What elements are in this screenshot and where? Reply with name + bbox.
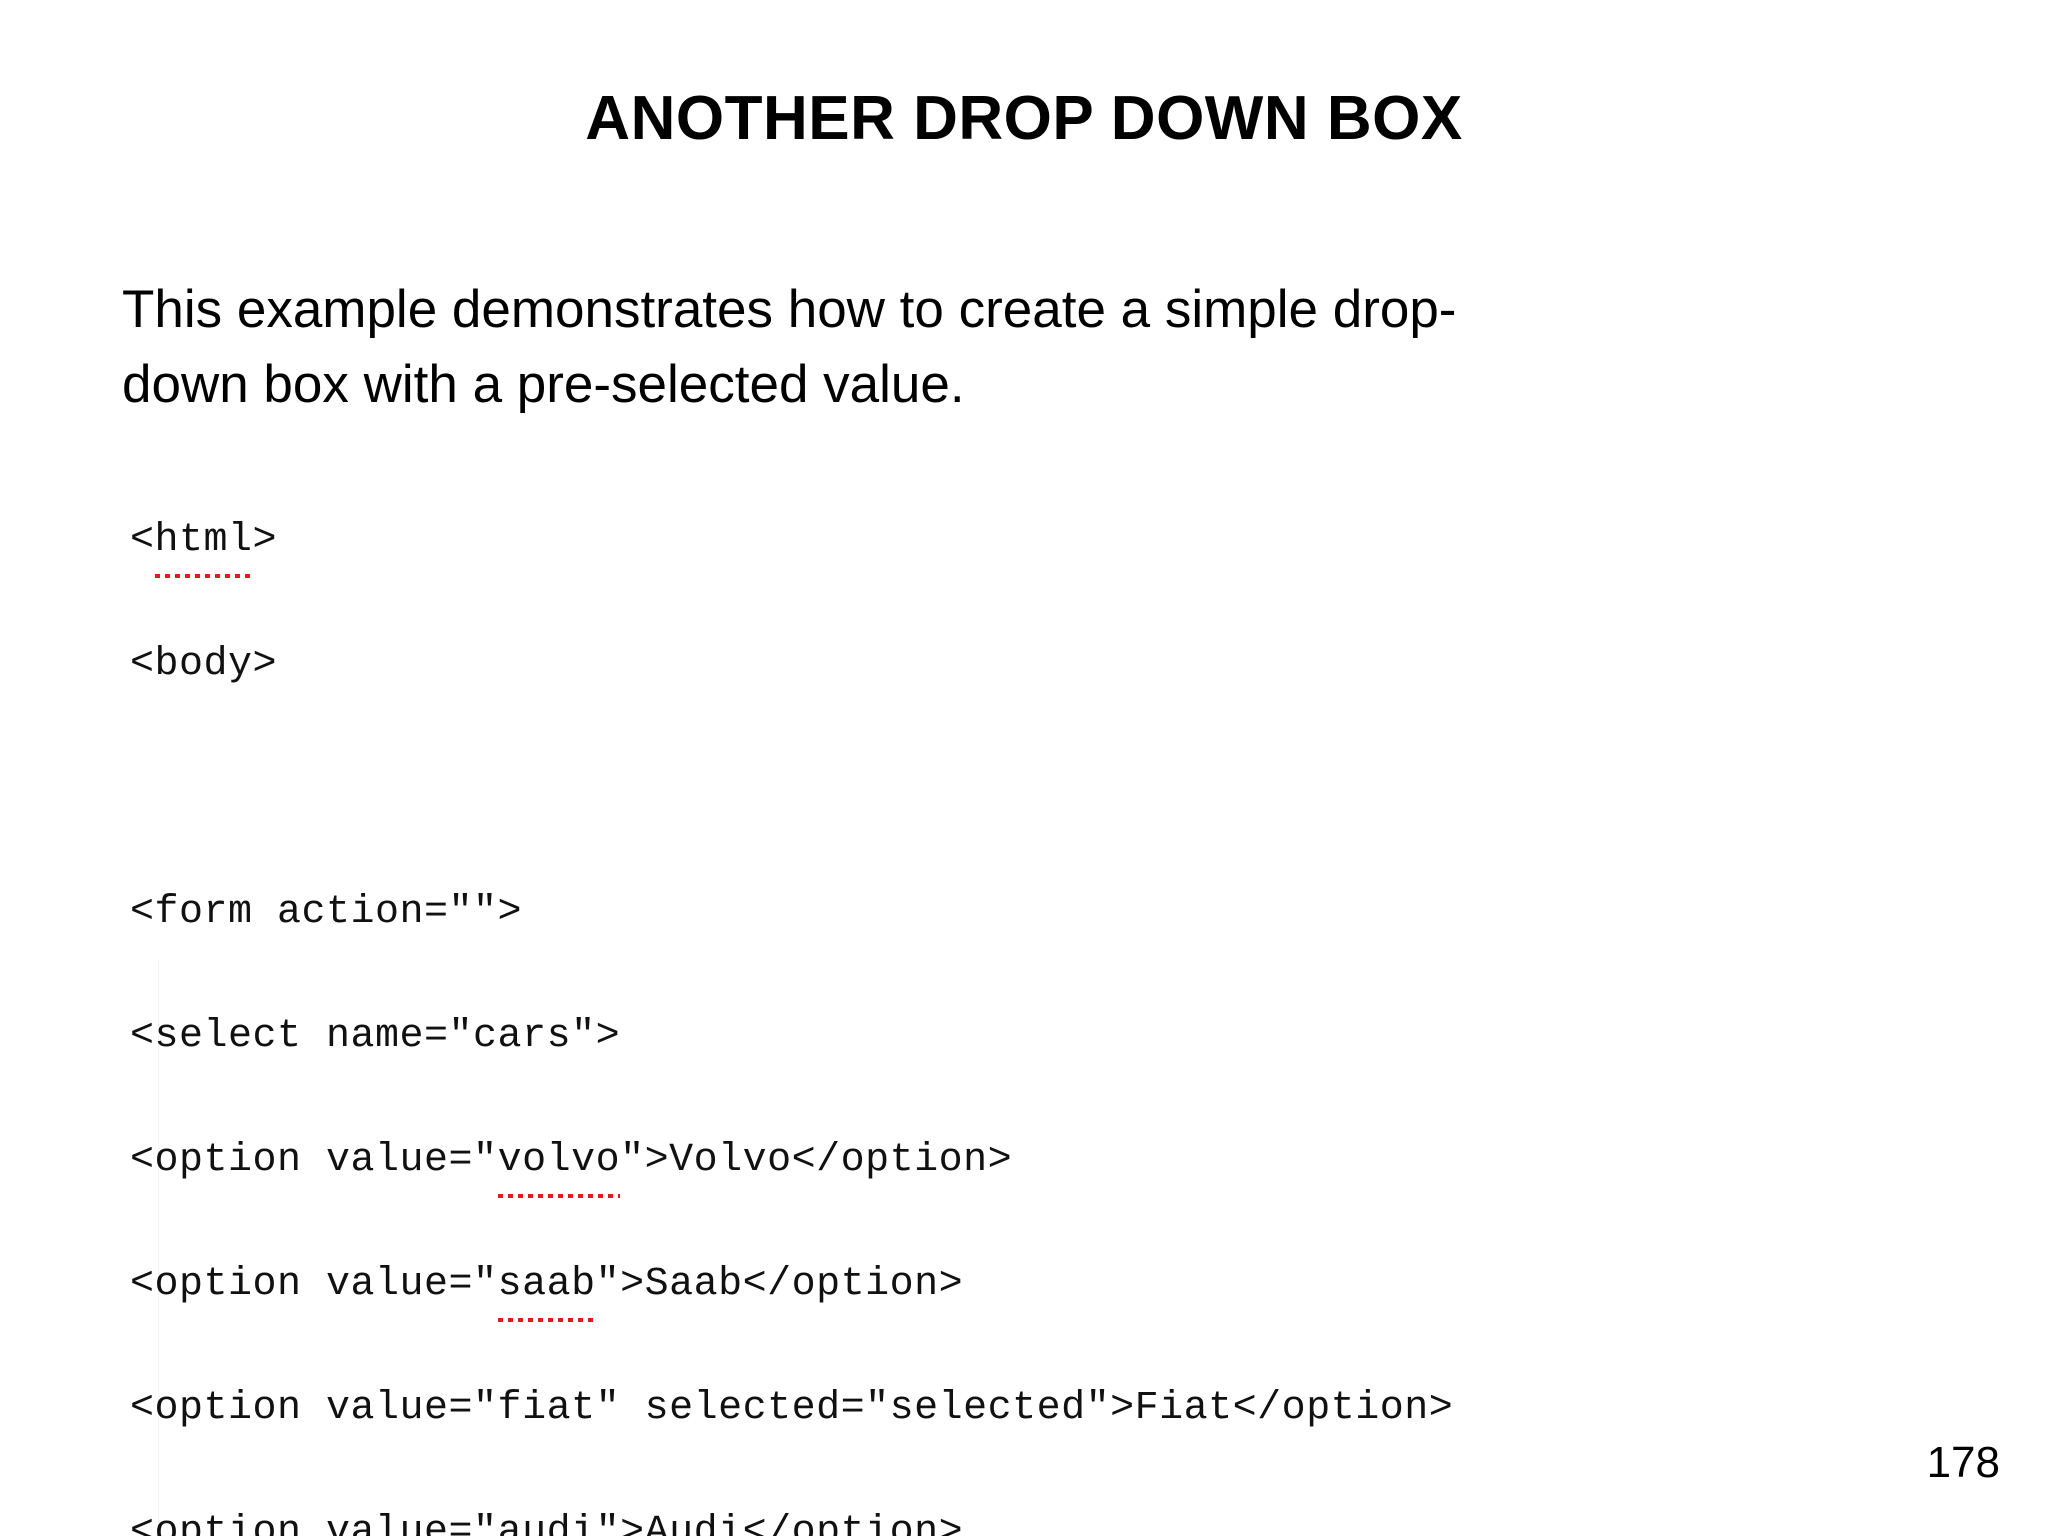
intro-line-1: This example demonstrates how to create … (122, 280, 1457, 339)
code-line-body-open: <body> (130, 642, 278, 687)
spellcheck-word-html-open: html (154, 510, 253, 578)
spellcheck-word-saab: saab (497, 1254, 596, 1322)
intro-paragraph: This example demonstrates how to create … (122, 272, 1942, 423)
code-line-option-fiat: <option value="fiat" selected="selected"… (130, 1386, 1454, 1431)
code-text: ">Saab</option> (595, 1262, 964, 1307)
code-line-option-saab: <option value="saab">Saab</option> (130, 1254, 1453, 1322)
intro-line-2: down box with a pre-selected value. (122, 355, 965, 415)
spellcheck-word-audi: audi (498, 1502, 596, 1536)
code-text: <option value=" (130, 1262, 498, 1307)
code-listing: <html> <body> <form action=""> <select n… (130, 510, 1453, 1536)
code-text: ">Audi</option> (595, 1510, 964, 1536)
code-line-select-open: <select name="cars"> (130, 1014, 621, 1059)
code-text: ">Volvo</option> (620, 1138, 1013, 1183)
paper-seam-divider (158, 960, 159, 1536)
page-title: ANOTHER DROP DOWN BOX (585, 83, 1463, 153)
code-line-blank-1 (130, 758, 1453, 820)
code-line-form-open: <form action=""> (130, 890, 523, 935)
code-text: <option value=" (130, 1510, 498, 1536)
code-line-option-volvo: <option value="volvo">Volvo</option> (130, 1130, 1453, 1198)
spellcheck-word-volvo: volvo (497, 1130, 621, 1198)
code-text: > (252, 518, 278, 563)
code-line-html-open: <html> (130, 510, 1453, 578)
code-line-option-audi: <option value="audi">Audi</option> (130, 1502, 1453, 1536)
code-text: < (130, 518, 155, 563)
code-text: <option value=" (130, 1138, 498, 1183)
page-number: 178 (1926, 1438, 2000, 1487)
